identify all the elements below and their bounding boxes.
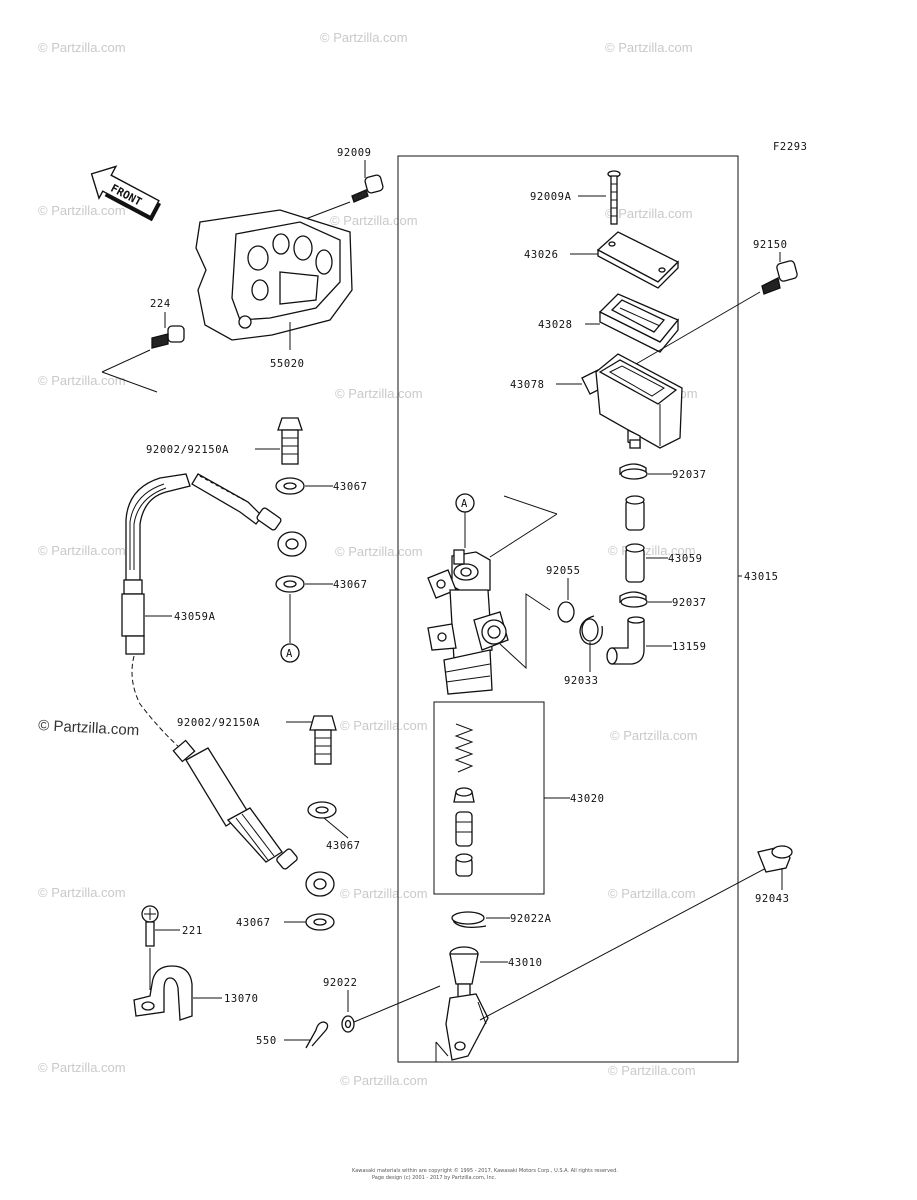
watermark: © Partzilla.com: [38, 203, 126, 218]
figure-code: F2293: [773, 141, 808, 153]
tube-43059: 43059: [625, 543, 703, 583]
part-label-92009: 92009: [337, 147, 372, 159]
watermark: © Partzilla.com: [335, 544, 423, 559]
ref-a-left: A: [286, 648, 293, 660]
watermark: © Partzilla.com: [38, 373, 126, 388]
master-cylinder-body: A: [427, 493, 558, 695]
guard-55020: 55020: [195, 209, 353, 370]
assembly-box-43015: [397, 155, 739, 1063]
part-label-43067-1: 43067: [333, 481, 368, 493]
watermark: © Partzilla.com: [608, 1063, 696, 1078]
part-label-43028: 43028: [538, 319, 573, 331]
washer-43067-4: 43067: [236, 913, 335, 931]
part-label-43010: 43010: [508, 957, 543, 969]
diaphragm-43028: 43028: [538, 293, 680, 353]
part-label-43020: 43020: [570, 793, 605, 805]
watermark: © Partzilla.com: [320, 30, 408, 45]
part-label-43026: 43026: [524, 249, 559, 261]
bolt-224: 224: [101, 298, 185, 393]
ref-a-center: A: [461, 498, 468, 510]
part-label-92002-92150a-2: 92002/92150A: [177, 717, 260, 729]
watermark: © Partzilla.com: [38, 885, 126, 900]
part-label-43067-4: 43067: [236, 917, 271, 929]
watermark: © Partzilla.com: [608, 886, 696, 901]
hose-upper-banjo: [191, 473, 307, 557]
washer-92022: 92022: [323, 977, 358, 1033]
part-label-43059a: 43059A: [174, 611, 216, 623]
copyright-line-2: Page design (c) 2001 - 2017 by Partzilla…: [372, 1175, 496, 1181]
clamp-13070: 13070: [133, 965, 259, 1021]
watermark: © Partzilla.com: [610, 728, 698, 743]
part-label-92002-92150a-1: 92002/92150A: [146, 444, 229, 456]
reservoir-43078: 43078: [510, 353, 683, 450]
fitting-13159: 13159: [606, 616, 707, 665]
part-label-92033: 92033: [564, 675, 599, 687]
bolt-92009: 92009: [281, 147, 384, 229]
pin-92043: 92043: [755, 845, 793, 905]
watermark: © Partzilla.com: [605, 40, 693, 55]
washer-43067-2: 43067 A: [275, 575, 368, 663]
circlip-92022a: 92022A: [451, 911, 552, 928]
watermark: © Partzilla.com: [330, 213, 418, 228]
part-label-550: 550: [256, 1035, 277, 1047]
tube-upper: [625, 495, 645, 531]
hose-43059a: 43059A: [121, 473, 335, 897]
watermark: © Partzilla.com: [38, 543, 126, 558]
part-label-92022a: 92022A: [510, 913, 552, 925]
part-label-92055: 92055: [546, 565, 581, 577]
circlip-92033: 92033: [564, 615, 603, 687]
part-label-55020: 55020: [270, 358, 305, 370]
watermark: © Partzilla.com: [340, 886, 428, 901]
watermark-main: © Partzilla.com: [38, 717, 140, 739]
screw-92009a: 92009A: [530, 170, 621, 225]
part-label-43078: 43078: [510, 379, 545, 391]
part-label-92022: 92022: [323, 977, 358, 989]
part-label-13159: 13159: [672, 641, 707, 653]
part-label-92043: 92043: [755, 893, 790, 905]
clip-92037-1: 92037: [619, 463, 707, 481]
push-rod-43010: 43010: [353, 865, 771, 1062]
part-label-221: 221: [182, 925, 203, 937]
part-label-92009a: 92009A: [530, 191, 572, 203]
watermark: © Partzilla.com: [38, 1060, 126, 1075]
watermark: © Partzilla.com: [38, 40, 126, 55]
piston-kit-43020: 43020: [433, 701, 605, 895]
part-label-92037-1: 92037: [672, 469, 707, 481]
watermark: © Partzilla.com: [605, 206, 693, 221]
part-label-13070: 13070: [224, 993, 259, 1005]
banjo-bolt-upper: 92002/92150A: [146, 417, 303, 465]
washer-43067-1: 43067: [275, 477, 368, 495]
cap-43026: 43026: [524, 231, 680, 289]
washer-43067-3: 43067: [307, 801, 361, 852]
watermark: © Partzilla.com: [340, 718, 428, 733]
part-label-224: 224: [150, 298, 171, 310]
screw-221: 221: [141, 905, 203, 990]
part-label-43067-3: 43067: [326, 840, 361, 852]
part-label-43015: 43015: [744, 571, 779, 583]
clip-92037-2: 92037: [619, 591, 707, 609]
bolt-92150: 92150: [635, 239, 798, 365]
cotter-pin-550: 550: [256, 1021, 329, 1049]
watermark: © Partzilla.com: [335, 386, 423, 401]
part-label-43059: 43059: [668, 553, 703, 565]
part-label-43067-2: 43067: [333, 579, 368, 591]
o-ring-92055: 92055: [546, 565, 581, 623]
part-label-92150: 92150: [753, 239, 788, 251]
part-label-92037-2: 92037: [672, 597, 707, 609]
copyright-line-1: Kawasaki materials within are copyright …: [352, 1167, 618, 1174]
banjo-bolt-lower: 92002/92150A: [177, 715, 337, 765]
watermark: © Partzilla.com: [340, 1073, 428, 1088]
